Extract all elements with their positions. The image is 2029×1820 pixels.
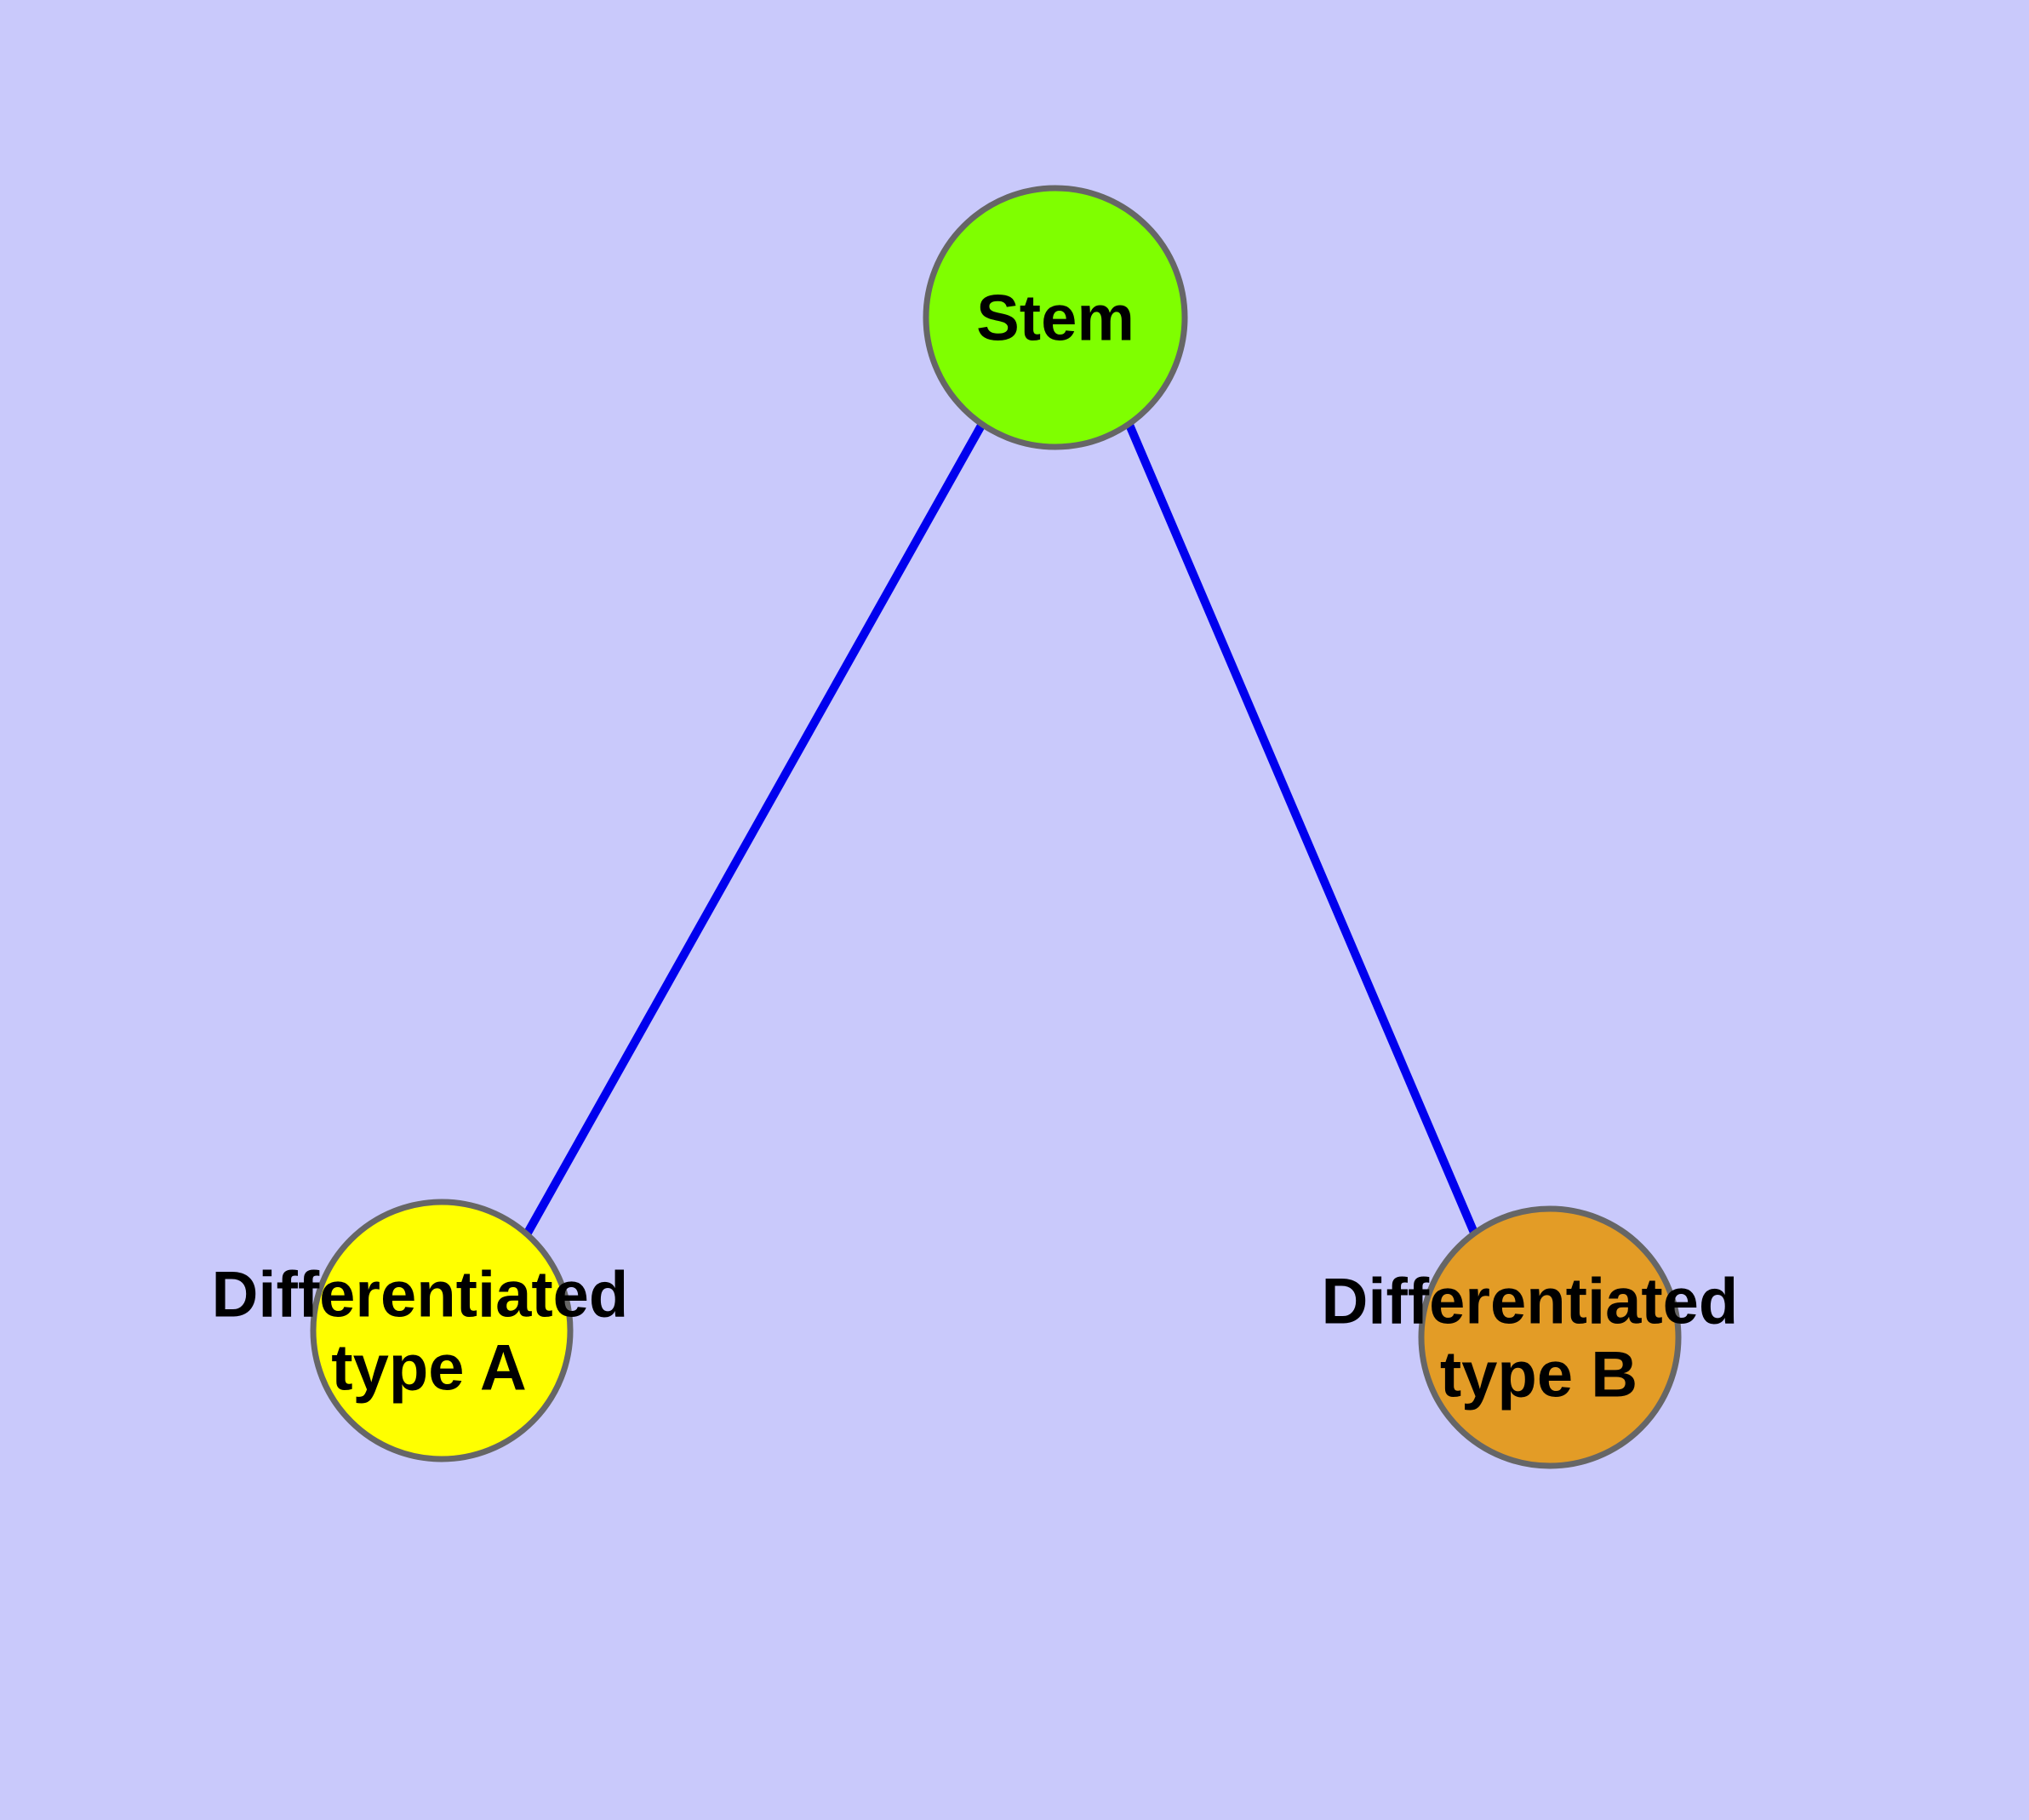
node-label-differentiated-type-a-line1: Differentiated (212, 1259, 629, 1331)
edge-stem-to-diff-a[interactable] (523, 421, 986, 1237)
node-label-differentiated-type-b-line2: type B (1440, 1339, 1637, 1411)
node-label-differentiated-type-b: Differentiated type B (1322, 1266, 1757, 1411)
node-label-stem: Stem (976, 283, 1135, 355)
nodes-group: Stem Differentiated type A Differentiate… (212, 185, 1757, 1469)
node-circle-differentiated-type-b[interactable] (1418, 1205, 1682, 1469)
node-label-differentiated-type-a-line2: type A (331, 1332, 526, 1405)
node-circle-stem[interactable] (923, 185, 1188, 450)
node-stem[interactable]: Stem (923, 185, 1188, 450)
node-label-differentiated-type-a: Differentiated type A (212, 1259, 647, 1405)
node-differentiated-type-b[interactable]: Differentiated type B (1322, 1205, 1757, 1469)
node-circle-differentiated-type-a[interactable] (310, 1199, 574, 1462)
node-label-differentiated-type-b-line1: Differentiated (1322, 1266, 1739, 1338)
node-differentiated-type-a[interactable]: Differentiated type A (212, 1199, 647, 1462)
node-label-stem-line1: Stem (976, 283, 1135, 355)
edge-stem-to-diff-b[interactable] (1125, 423, 1478, 1234)
edges-group (523, 421, 1478, 1237)
